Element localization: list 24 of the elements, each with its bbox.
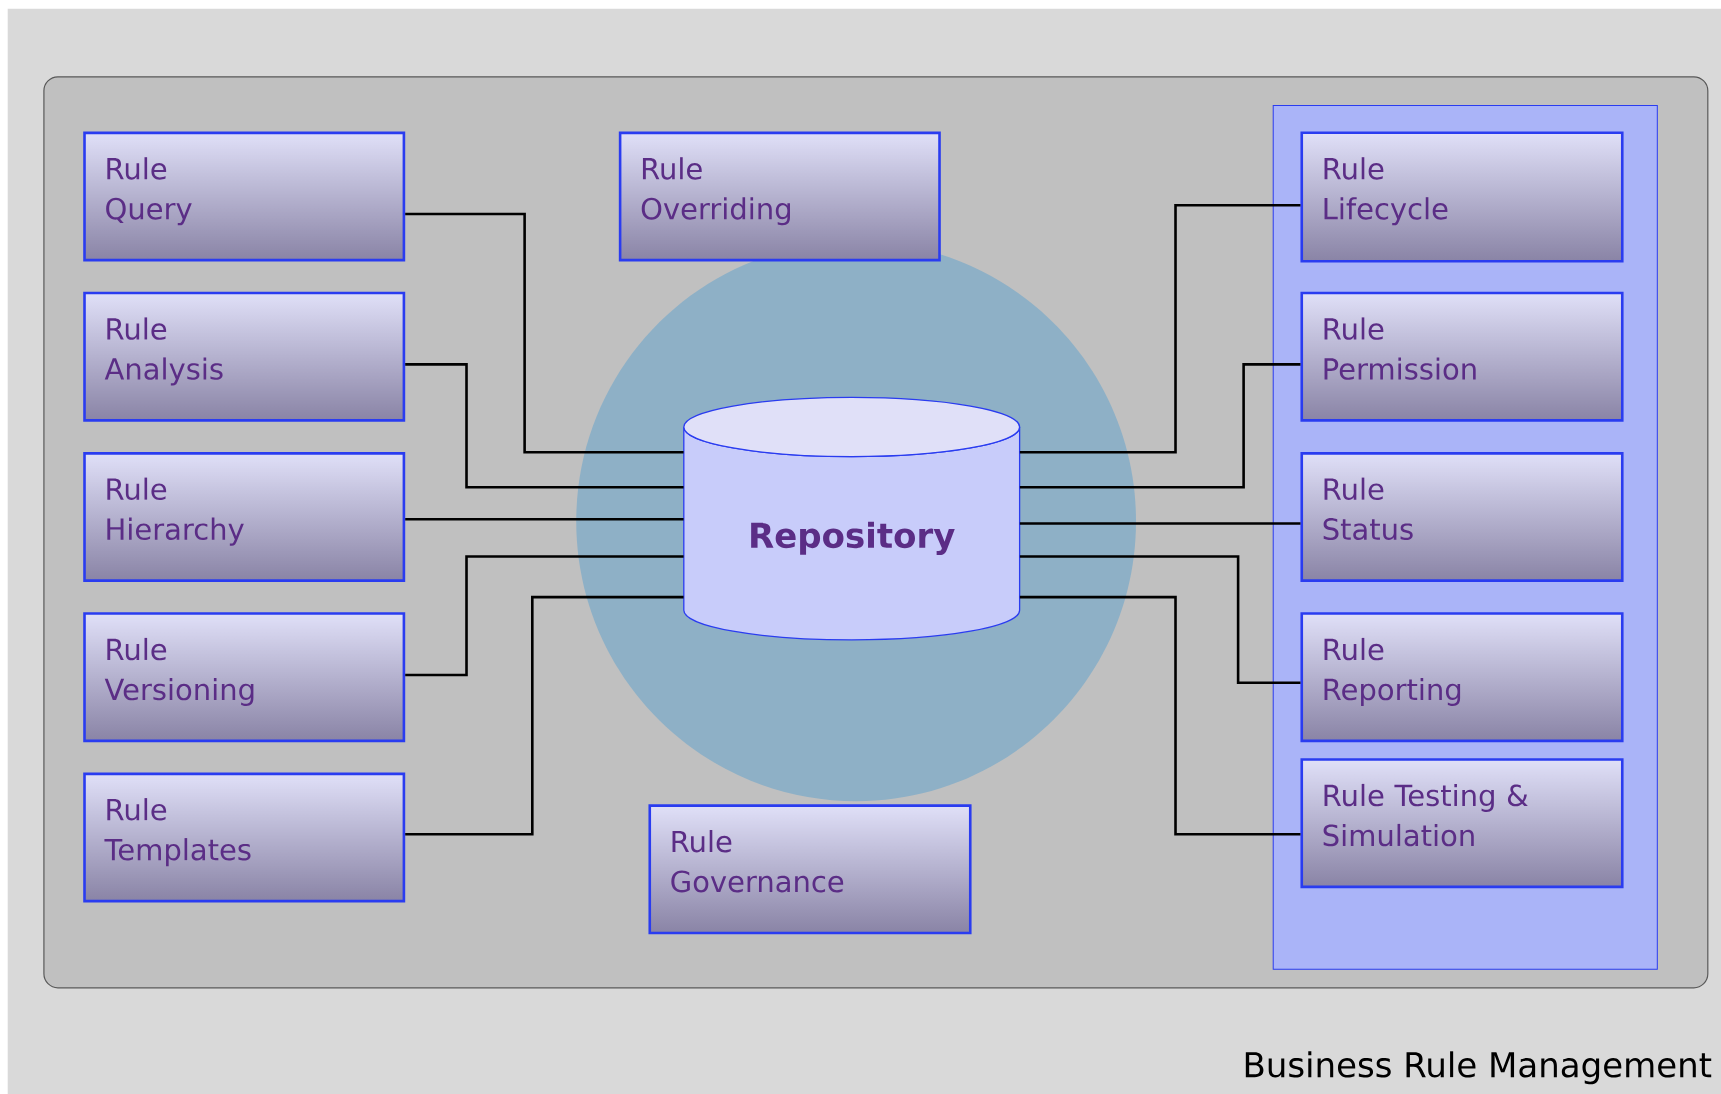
rule-box: Rule Analysis	[83, 291, 406, 422]
rule-box: Rule Lifecycle	[1300, 131, 1624, 263]
rule-box: Rule Hierarchy	[83, 452, 406, 582]
rule-box: Rule Reporting	[1300, 612, 1624, 743]
rule-box: Rule Overriding	[618, 131, 941, 262]
connector-line	[1019, 203, 1301, 454]
diagram-title: Business Rule Management	[1245, 1051, 1712, 1085]
rule-box: Rule Testing & Simulation	[1300, 758, 1624, 889]
connector-line	[405, 363, 684, 489]
connector-line	[1019, 522, 1301, 525]
rule-box: Rule Templates	[83, 772, 406, 903]
connector-line	[1019, 595, 1301, 836]
rule-box: Rule Governance	[648, 804, 972, 935]
rule-box: Rule Status	[1300, 452, 1624, 582]
rule-box: Rule Query	[83, 131, 406, 262]
rule-box: Rule Permission	[1300, 291, 1624, 422]
database-cylinder: Repository	[683, 396, 1021, 641]
connector-line	[1019, 555, 1301, 684]
connector-line	[405, 595, 684, 836]
connector-line	[405, 212, 684, 454]
connector-line	[1019, 363, 1301, 489]
connector-line	[405, 555, 684, 677]
rule-box: Rule Versioning	[83, 612, 406, 743]
connector-line	[405, 517, 684, 521]
